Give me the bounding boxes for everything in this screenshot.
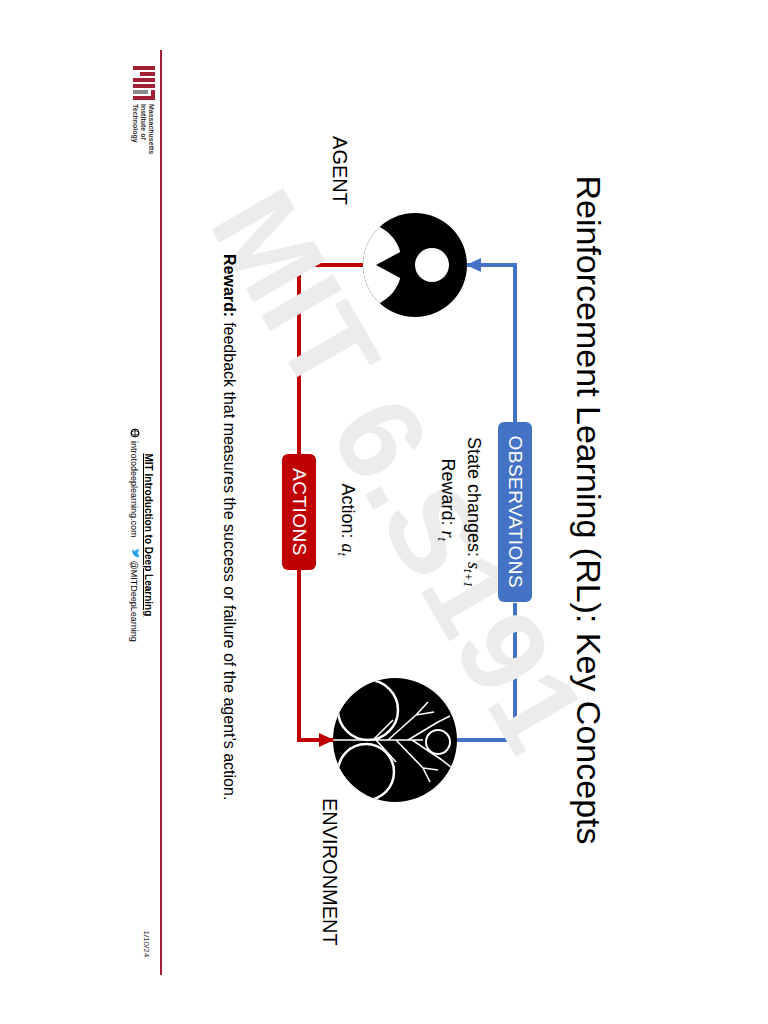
institution-name: Institute of [140,104,147,140]
course-name-text: MIT Introduction to Deep Learning [143,454,154,617]
slide-date: 1/10/24 [142,931,151,958]
institution-name-text: Massachusetts [148,104,155,154]
institution-name-text: Institute of [140,104,147,140]
institution-name: Massachusetts [148,104,155,154]
observation-note-text: r [438,531,458,538]
environment-node: ENVIRONMENT [333,678,457,802]
actions-box: ACTIONS [282,454,316,570]
footer-rule [161,50,162,975]
slide-date-text: 1/10/24 [142,931,151,958]
box-label: ACTIONS [289,468,310,556]
institution-name-text: Technology [132,104,139,143]
observation-note: Reward: rt [434,459,458,542]
slide-title: Reinforcement Learning (RL): Key Concept… [569,0,608,1020]
box-label: OBSERVATIONS [505,436,526,589]
action-note-text: Action: [338,484,358,539]
course-links-text: @MITDeepLearning [129,561,139,642]
definition-note-text: Reward: [221,254,238,317]
observation-note: State changes: st+1 [460,437,484,587]
globe-icon [130,428,140,438]
observation-note-text: t [435,538,449,542]
observation-note-text: s [464,562,484,569]
observation-note-text: Reward: [438,459,458,526]
action-note-text: t [335,553,349,557]
bird-icon [130,548,140,558]
mit-logo [133,66,155,100]
definition-note-text: feedback that measures the success or fa… [221,322,238,800]
action-note: Action: at [334,484,358,557]
definition-note: Reward: feedback that measures the succes… [220,254,238,800]
node-label: ENVIRONMENT [318,798,341,946]
node-label: AGENT [328,136,351,205]
course-name: MIT Introduction to Deep Learning [143,454,154,617]
flow-connector [467,265,515,422]
observations-box: OBSERVATIONS [498,422,532,603]
course-links-text: introtodeeplearning.com [129,441,139,538]
observation-note-text: State changes: [464,437,484,557]
flow-connector [299,570,333,740]
institution-name: Technology [132,104,139,143]
observation-note-text: t+1 [461,569,475,587]
action-note-text: a [338,544,358,553]
course-links: introtodeeplearning.com @MITDeepLearning [129,428,140,642]
environment-icon [332,678,457,802]
agent-node: AGENT [363,213,467,317]
